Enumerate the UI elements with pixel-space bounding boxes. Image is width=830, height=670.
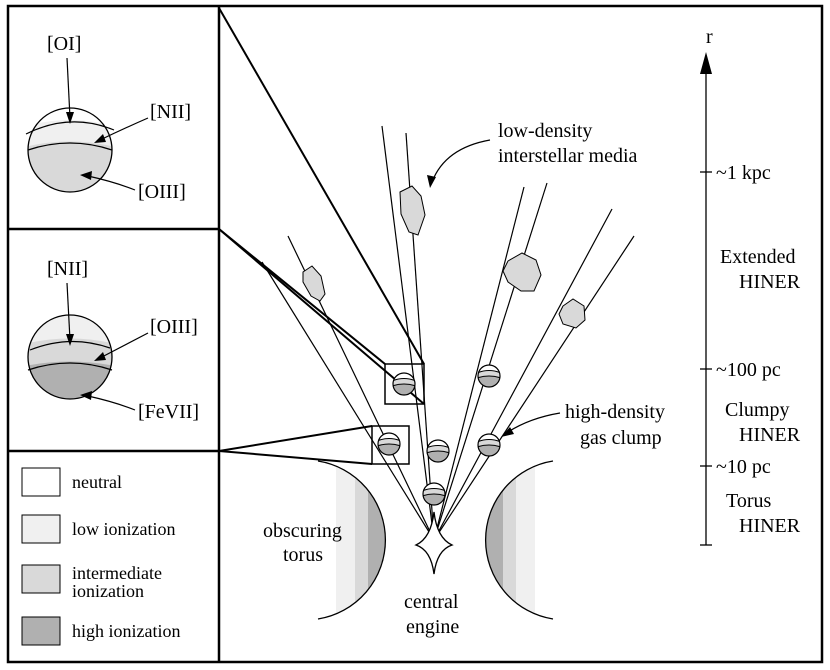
torus-label-1: obscuring <box>263 520 342 542</box>
legend-swatch-high <box>21 616 61 646</box>
region-torus-2: HINER <box>739 515 801 537</box>
arrowhead-icon <box>80 171 92 180</box>
legend-label-intermediate-1: intermediate <box>72 563 162 583</box>
region-extended-1: Extended <box>720 246 796 268</box>
arrowhead-icon <box>66 112 74 124</box>
zoom-box-upper <box>384 363 425 405</box>
inset-middle-label-nii: [NII] <box>47 258 88 280</box>
axis-arrow-up-icon <box>700 52 712 74</box>
arrowhead-icon <box>80 391 92 400</box>
inset-middle-label-fevii: [FeVII] <box>138 401 199 423</box>
region-clumpy-1: Clumpy <box>725 399 789 421</box>
arrowhead-icon <box>501 427 514 437</box>
zoom-box-lower <box>371 425 410 465</box>
engine-label-2: engine <box>406 616 459 638</box>
tick-label-1kpc: ~1 kpc <box>716 162 771 184</box>
ism-label-2: interstellar media <box>498 145 638 167</box>
inset-top-label-oi: [OI] <box>47 33 81 55</box>
legend-label-intermediate-2: ionization <box>72 581 144 601</box>
clump-label-2: gas clump <box>580 427 662 449</box>
arrowhead-icon <box>66 334 74 346</box>
axis-label-r: r <box>706 26 713 48</box>
torus-right <box>485 460 554 620</box>
outer-frame <box>6 4 824 664</box>
legend: neutral low ionization intermediate ioni… <box>21 467 180 646</box>
inset-top-label-oiii: [OIII] <box>138 181 186 203</box>
arrowhead-icon <box>427 175 436 188</box>
inset-middle-label-oiii: [OIII] <box>150 316 198 338</box>
ism-label-1: low-density <box>498 120 592 142</box>
arrowhead-icon <box>94 352 106 361</box>
tick-label-10pc: ~10 pc <box>716 456 771 478</box>
legend-swatch-intermediate <box>21 564 61 594</box>
zoom-lines <box>218 7 425 465</box>
gas-clumps <box>377 364 501 506</box>
legend-label-low: low ionization <box>72 519 175 539</box>
region-torus-1: Torus <box>726 490 771 512</box>
ionization-cones <box>261 125 635 541</box>
inset-top-label-nii: [NII] <box>150 101 191 123</box>
central-engine-star-icon <box>414 511 454 575</box>
legend-label-neutral: neutral <box>72 472 122 492</box>
legend-label-high: high ionization <box>72 621 180 641</box>
radius-axis <box>700 52 712 546</box>
region-extended-2: HINER <box>739 271 801 293</box>
clump-label-1: high-density <box>565 401 665 423</box>
legend-swatch-neutral <box>21 467 61 497</box>
legend-swatch-low <box>21 514 61 544</box>
arrowhead-icon <box>94 134 106 143</box>
region-clumpy-2: HINER <box>739 424 801 446</box>
torus-label-2: torus <box>283 544 323 566</box>
low-density-clouds <box>302 185 586 329</box>
engine-label-1: central <box>404 591 459 613</box>
tick-label-100pc: ~100 pc <box>716 359 781 381</box>
